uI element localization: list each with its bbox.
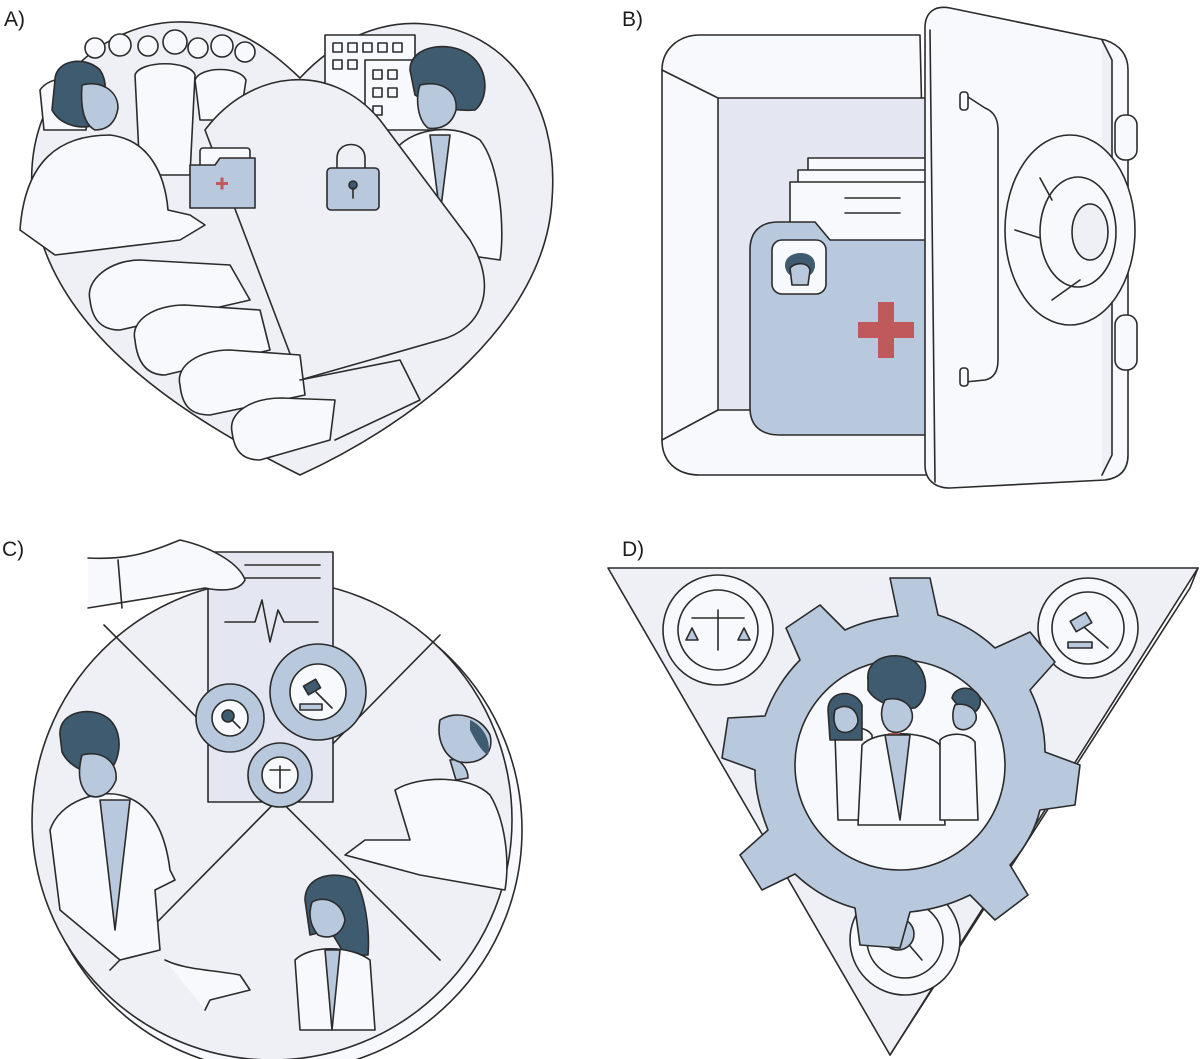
man-figure-right [344,714,508,891]
heart-handshake-illustration [19,21,554,476]
gear-icon [247,742,313,808]
gear-icon [1037,577,1139,679]
medical-folder-icon [189,147,256,209]
hand-icon [87,539,246,609]
padlock-icon [326,143,380,211]
circle-roles-illustration [31,539,523,1059]
woman-figure-left [19,60,206,256]
panel-label-d: D) [622,538,645,561]
panel-label-b: B) [622,8,643,31]
panel-label-c: C) [2,538,25,561]
safe-icon [661,6,1138,489]
handshake-icon [88,78,486,461]
panel-b: B) [600,0,1200,520]
triangle-team-illustration [607,567,1199,1056]
gear-icon [269,643,367,741]
crowd-group [39,29,256,176]
gear-icon [662,574,774,686]
doctor-figure-left [49,710,176,961]
panel-d: D) [600,530,1200,1059]
panel-a: A) [0,0,600,520]
safe-illustration [661,6,1138,489]
panel-c: C) [0,530,600,1059]
panel-label-a: A) [4,8,25,31]
woman-figure-bottom [164,874,376,1031]
gear-icon [195,683,265,753]
team-group [827,654,982,826]
